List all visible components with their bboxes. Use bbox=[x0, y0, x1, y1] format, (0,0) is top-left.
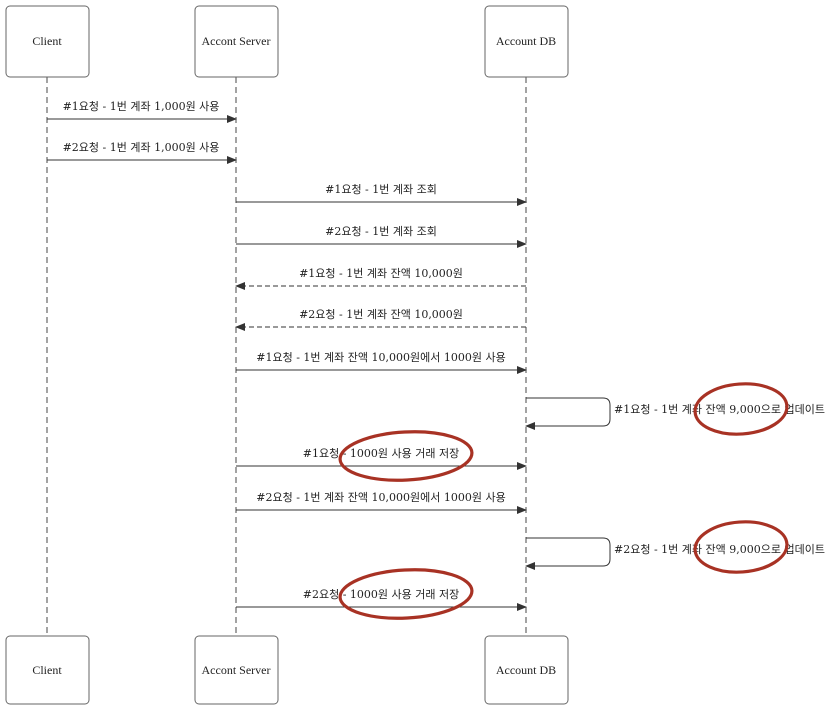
message-label: #2요청 - 1000원 사용 거래 저장 bbox=[303, 588, 460, 601]
participant-db-bottom: Account DB bbox=[484, 635, 569, 705]
message-2: #2요청 - 1번 계좌 1,000원 사용 bbox=[47, 141, 237, 164]
participant-client-bottom: Client bbox=[5, 635, 90, 705]
message-7: #1요청 - 1번 계좌 잔액 10,000원에서 1000원 사용 bbox=[236, 351, 527, 374]
message-3: #1요청 - 1번 계좌 조회 bbox=[236, 183, 527, 206]
message-label: #2요청 - 1번 계좌 1,000원 사용 bbox=[63, 141, 220, 154]
message-label: #2요청 - 1번 계좌 잔액 10,000원에서 1000원 사용 bbox=[256, 491, 505, 504]
participant-server-label: Accont Server bbox=[202, 663, 271, 677]
participant-client-label: Client bbox=[32, 663, 62, 677]
participant-client-top: Client bbox=[5, 5, 90, 78]
participant-server-bottom: Accont Server bbox=[194, 635, 279, 705]
message-label: #2요청 - 1번 계좌 잔액 9,000으로 업데이트 bbox=[614, 543, 825, 556]
message-9: #1요청 - 1000원 사용 거래 저장 bbox=[236, 447, 527, 470]
message-label: #1요청 - 1000원 사용 거래 저장 bbox=[303, 447, 460, 460]
participant-client-label: Client bbox=[32, 34, 62, 48]
message-label: #1요청 - 1번 계좌 1,000원 사용 bbox=[63, 100, 220, 113]
highlight-circle bbox=[693, 382, 789, 436]
message-label: #1요청 - 1번 계좌 잔액 10,000원에서 1000원 사용 bbox=[256, 351, 505, 364]
participant-server-top: Accont Server bbox=[194, 5, 279, 78]
participant-db-label: Account DB bbox=[496, 34, 556, 48]
message-label: #1요청 - 1번 계좌 잔액 9,000으로 업데이트 bbox=[614, 403, 825, 416]
participant-db-top: Account DB bbox=[484, 5, 569, 78]
highlight-circle bbox=[338, 568, 474, 620]
message-5: #1요청 - 1번 계좌 잔액 10,000원 bbox=[235, 267, 526, 290]
message-1: #1요청 - 1번 계좌 1,000원 사용 bbox=[47, 100, 237, 123]
participant-server-label: Accont Server bbox=[202, 34, 271, 48]
message-10: #2요청 - 1번 계좌 잔액 10,000원에서 1000원 사용 bbox=[236, 491, 527, 514]
message-8-self: #1요청 - 1번 계좌 잔액 9,000으로 업데이트 bbox=[525, 397, 825, 430]
message-label: #2요청 - 1번 계좌 잔액 10,000원 bbox=[299, 308, 463, 321]
highlight-circle bbox=[338, 430, 474, 482]
message-label: #1요청 - 1번 계좌 조회 bbox=[325, 183, 437, 196]
message-12: #2요청 - 1000원 사용 거래 저장 bbox=[236, 588, 527, 611]
message-6: #2요청 - 1번 계좌 잔액 10,000원 bbox=[235, 308, 526, 331]
message-label: #2요청 - 1번 계좌 조회 bbox=[325, 225, 437, 238]
message-4: #2요청 - 1번 계좌 조회 bbox=[236, 225, 527, 248]
highlight-circle bbox=[693, 520, 789, 574]
participant-db-label: Account DB bbox=[496, 663, 556, 677]
message-11-self: #2요청 - 1번 계좌 잔액 9,000으로 업데이트 bbox=[525, 537, 825, 570]
message-label: #1요청 - 1번 계좌 잔액 10,000원 bbox=[299, 267, 463, 280]
